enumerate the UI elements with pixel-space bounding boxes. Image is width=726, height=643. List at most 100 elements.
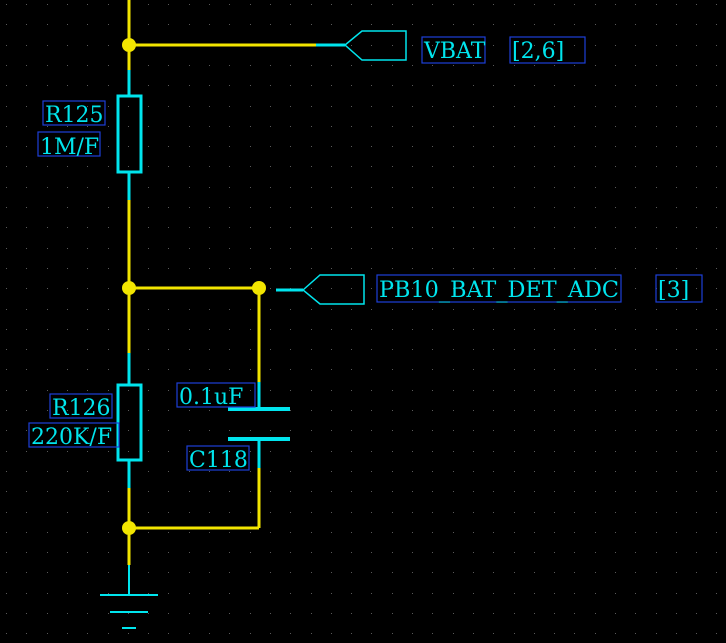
grid-dot bbox=[311, 126, 312, 127]
grid-dot bbox=[189, 329, 190, 330]
grid-dot bbox=[6, 593, 7, 594]
vbat-net-port[interactable]: VBAT [2,6] bbox=[343, 30, 586, 64]
grid-dot bbox=[473, 288, 474, 289]
grid-dot bbox=[392, 593, 393, 594]
grid-dot bbox=[108, 633, 109, 634]
r125-resistor[interactable]: R125 1M/F bbox=[37, 94, 143, 174]
grid-dot bbox=[189, 248, 190, 249]
grid-dot bbox=[189, 4, 190, 5]
grid-dot bbox=[716, 471, 717, 472]
grid-dot bbox=[331, 613, 332, 614]
grid-dot bbox=[26, 512, 27, 513]
grid-dot bbox=[615, 491, 616, 492]
grid-dot bbox=[716, 390, 717, 391]
grid-dot bbox=[331, 106, 332, 107]
grid-dot bbox=[67, 248, 68, 249]
grid-dot bbox=[371, 248, 372, 249]
grid-dot bbox=[392, 207, 393, 208]
grid-dot bbox=[108, 187, 109, 188]
grid-dot bbox=[432, 552, 433, 553]
grid-dot bbox=[696, 45, 697, 46]
grid-dot bbox=[676, 593, 677, 594]
grid-dot bbox=[87, 126, 88, 127]
grid-dot bbox=[168, 227, 169, 228]
grid-dot bbox=[250, 349, 251, 350]
grid-dot bbox=[229, 329, 230, 330]
grid-dot bbox=[47, 288, 48, 289]
grid-dot bbox=[656, 633, 657, 634]
grid-dot bbox=[250, 65, 251, 66]
grid-dot bbox=[432, 430, 433, 431]
grid-dot bbox=[514, 309, 515, 310]
grid-dot bbox=[270, 85, 271, 86]
grid-dot bbox=[412, 390, 413, 391]
resistor-icon bbox=[116, 94, 143, 174]
grid-dot bbox=[574, 633, 575, 634]
grid-dot bbox=[453, 166, 454, 167]
r126-resistor[interactable]: R126 220K/F bbox=[28, 383, 143, 462]
grid-dot bbox=[493, 166, 494, 167]
grid-dot bbox=[453, 85, 454, 86]
grid-dot bbox=[270, 390, 271, 391]
grid-dot bbox=[554, 24, 555, 25]
grid-dot bbox=[716, 410, 717, 411]
grid-dot bbox=[595, 329, 596, 330]
grid-dot bbox=[26, 268, 27, 269]
grid-dot bbox=[209, 126, 210, 127]
grid-dot bbox=[392, 45, 393, 46]
grid-dot bbox=[595, 187, 596, 188]
grid-dot bbox=[696, 430, 697, 431]
grid-dot bbox=[676, 390, 677, 391]
grid-dot bbox=[635, 106, 636, 107]
grid-dot bbox=[229, 227, 230, 228]
grid-dot bbox=[209, 85, 210, 86]
grid-dot bbox=[26, 227, 27, 228]
grid-dot bbox=[108, 471, 109, 472]
grid-dot bbox=[6, 106, 7, 107]
grid-dot bbox=[189, 126, 190, 127]
grid-dot bbox=[47, 24, 48, 25]
grid-dot bbox=[554, 146, 555, 147]
grid-dot bbox=[473, 227, 474, 228]
grid-dot bbox=[534, 85, 535, 86]
grid-dot bbox=[351, 146, 352, 147]
grid-dot bbox=[473, 390, 474, 391]
grid-dot bbox=[716, 329, 717, 330]
grid-dot bbox=[189, 430, 190, 431]
grid-dot bbox=[26, 491, 27, 492]
grid-dot bbox=[635, 207, 636, 208]
grid-dot bbox=[595, 491, 596, 492]
grid-dot bbox=[229, 65, 230, 66]
grid-dot bbox=[209, 552, 210, 553]
grid-dot bbox=[453, 532, 454, 533]
grid-dot bbox=[148, 207, 149, 208]
r126-designator-box bbox=[49, 393, 113, 419]
grid-dot bbox=[432, 248, 433, 249]
adc-net-port[interactable]: PB10_BAT_DET_ADC [3] bbox=[301, 274, 703, 305]
grid-dot bbox=[514, 126, 515, 127]
grid-dot bbox=[554, 512, 555, 513]
grid-dot bbox=[148, 268, 149, 269]
grid-dot bbox=[148, 613, 149, 614]
grid-dot bbox=[67, 4, 68, 5]
grid-dot bbox=[270, 512, 271, 513]
c118-capacitor[interactable]: 0.1uF C118 bbox=[176, 382, 290, 473]
grid-dot bbox=[635, 369, 636, 370]
grid-dot bbox=[473, 126, 474, 127]
grid-dot bbox=[168, 471, 169, 472]
grid-dot bbox=[311, 106, 312, 107]
grid-dot bbox=[554, 268, 555, 269]
grid-dot bbox=[453, 187, 454, 188]
grid-dot bbox=[209, 146, 210, 147]
grid-dot bbox=[311, 65, 312, 66]
grid-dot bbox=[412, 207, 413, 208]
grid-dot bbox=[250, 430, 251, 431]
grid-dot bbox=[108, 126, 109, 127]
grid-dot bbox=[67, 451, 68, 452]
grid-dot bbox=[6, 227, 7, 228]
grid-dot bbox=[676, 369, 677, 370]
grid-dot bbox=[595, 106, 596, 107]
grid-dot bbox=[6, 512, 7, 513]
grid-dot bbox=[250, 471, 251, 472]
grid-dot bbox=[554, 106, 555, 107]
